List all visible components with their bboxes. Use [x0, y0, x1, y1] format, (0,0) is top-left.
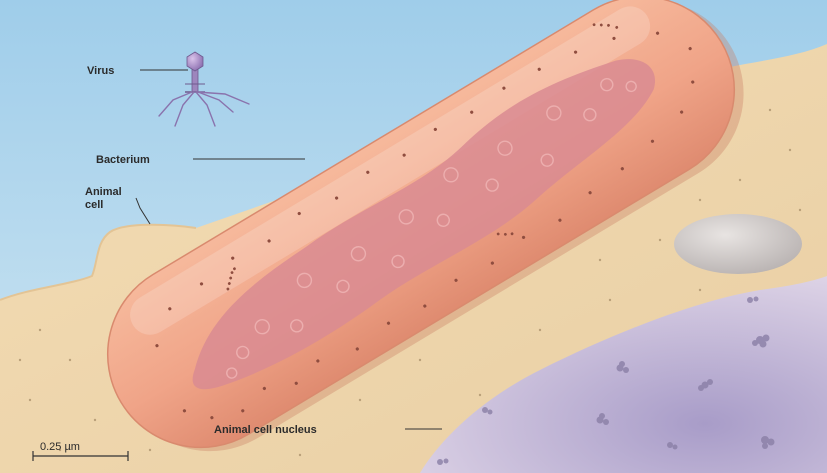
bacterium-label: Bacterium: [96, 154, 150, 166]
nucleus-label: Animal cell nucleus: [214, 424, 317, 436]
scale-bar-label: 0.25 µm: [40, 441, 80, 453]
animal-cell-label-line1: Animal: [85, 186, 122, 198]
vacuole: [674, 214, 802, 274]
virus-label: Virus: [87, 65, 114, 77]
animal-cell-label-line2: cell: [85, 199, 103, 211]
